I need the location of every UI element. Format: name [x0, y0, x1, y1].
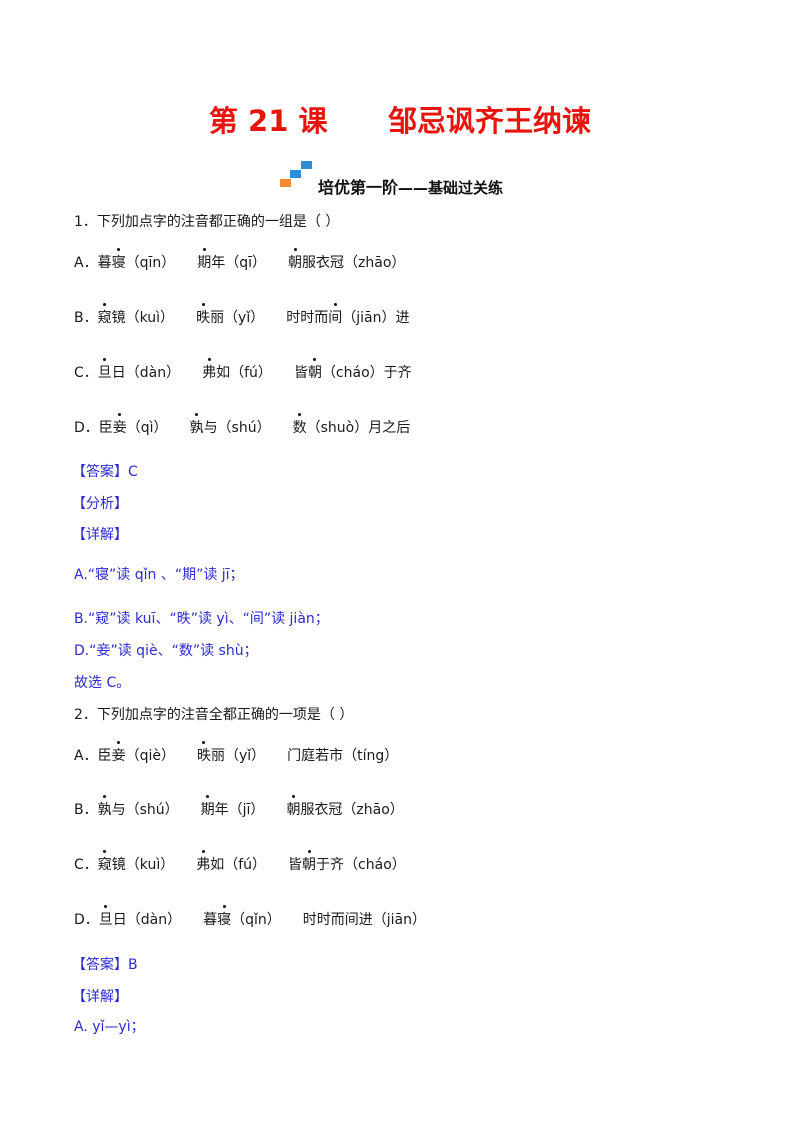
dotted-char: 弗: [196, 850, 211, 873]
q2-option-c: C．窥镜（kuì）弗如（fú）皆朝于齐（cháo）: [74, 850, 406, 873]
dotted-char: 朝: [288, 248, 303, 271]
dotted-char: 弗: [202, 358, 217, 381]
dotted-char: 孰: [189, 413, 204, 436]
dotted-char: 昳: [196, 741, 211, 764]
dotted-char: 妾: [112, 413, 127, 436]
q1-explain-a: A.“寝”读 qǐn 、“期”读 jī；: [74, 567, 244, 583]
dotted-char: 妾: [111, 741, 126, 764]
dotted-char: 寝: [111, 248, 126, 271]
q1-analysis-label: 【分析】: [72, 496, 128, 512]
stairs-icon: [280, 161, 312, 187]
q1-option-c: C．旦日（dàn）弗如（fú）皆朝（cháo）于齐: [74, 358, 412, 381]
dotted-char: 旦: [98, 905, 113, 928]
q1-explain-b: B.“窥”读 kuī、“昳”读 yì、“间”读 jiàn；: [74, 611, 329, 627]
q1-option-d: D．臣妾（qì）孰与（shú）数（shuò）月之后: [74, 413, 411, 436]
q2-answer: 【答案】B: [72, 957, 138, 973]
dotted-char: 朝: [307, 358, 322, 381]
q1-conclusion: 故选 C。: [74, 675, 131, 691]
q1-explain-label: 【详解】: [72, 527, 128, 543]
dotted-char: 孰: [97, 795, 112, 818]
q1-option-b: B．窥镜（kuì）昳丽（yǐ）时时而间（jiān）进: [74, 303, 410, 326]
dotted-char: 寝: [217, 905, 232, 928]
question-2-stem: 2．下列加点字的注音全都正确的一项是（ ）: [74, 707, 354, 723]
dotted-char: 旦: [97, 358, 112, 381]
dotted-char: 间: [328, 303, 343, 326]
dotted-char: 昳: [196, 303, 211, 326]
dotted-char: 朝: [286, 795, 301, 818]
dotted-char: 朝: [302, 850, 317, 873]
section-title: 培优第一阶——基础过关练: [318, 178, 504, 197]
q2-explain-a: A. yǐ—yì；: [74, 1019, 145, 1035]
q2-option-b: B．孰与（shú）期年（jī）朝服衣冠（zhāo）: [74, 795, 404, 818]
dotted-char: 期: [197, 248, 212, 271]
dotted-char: 数: [292, 413, 307, 436]
dotted-char: 期: [200, 795, 215, 818]
question-1-stem: 1．下列加点字的注音都正确的一组是（ ）: [74, 214, 340, 230]
q1-explain-d: D.“妾”读 qiè、“数”读 shù；: [74, 643, 258, 659]
q2-explain-label: 【详解】: [72, 989, 128, 1005]
q2-option-d: D．旦日（dàn）暮寝（qǐn）时时而间进（jiān）: [74, 905, 427, 928]
dotted-char: 窥: [97, 303, 112, 326]
q2-option-a: A．臣妾（qiè）昳丽（yǐ）门庭若市（tíng）: [74, 741, 399, 764]
dotted-char: 窥: [97, 850, 112, 873]
q1-answer: 【答案】C: [72, 464, 138, 480]
page-title: 第 21 课 邹忌讽齐王纳谏: [208, 104, 592, 138]
q1-option-a: A．暮寝（qīn）期年（qī）朝服衣冠（zhāo）: [74, 248, 406, 271]
